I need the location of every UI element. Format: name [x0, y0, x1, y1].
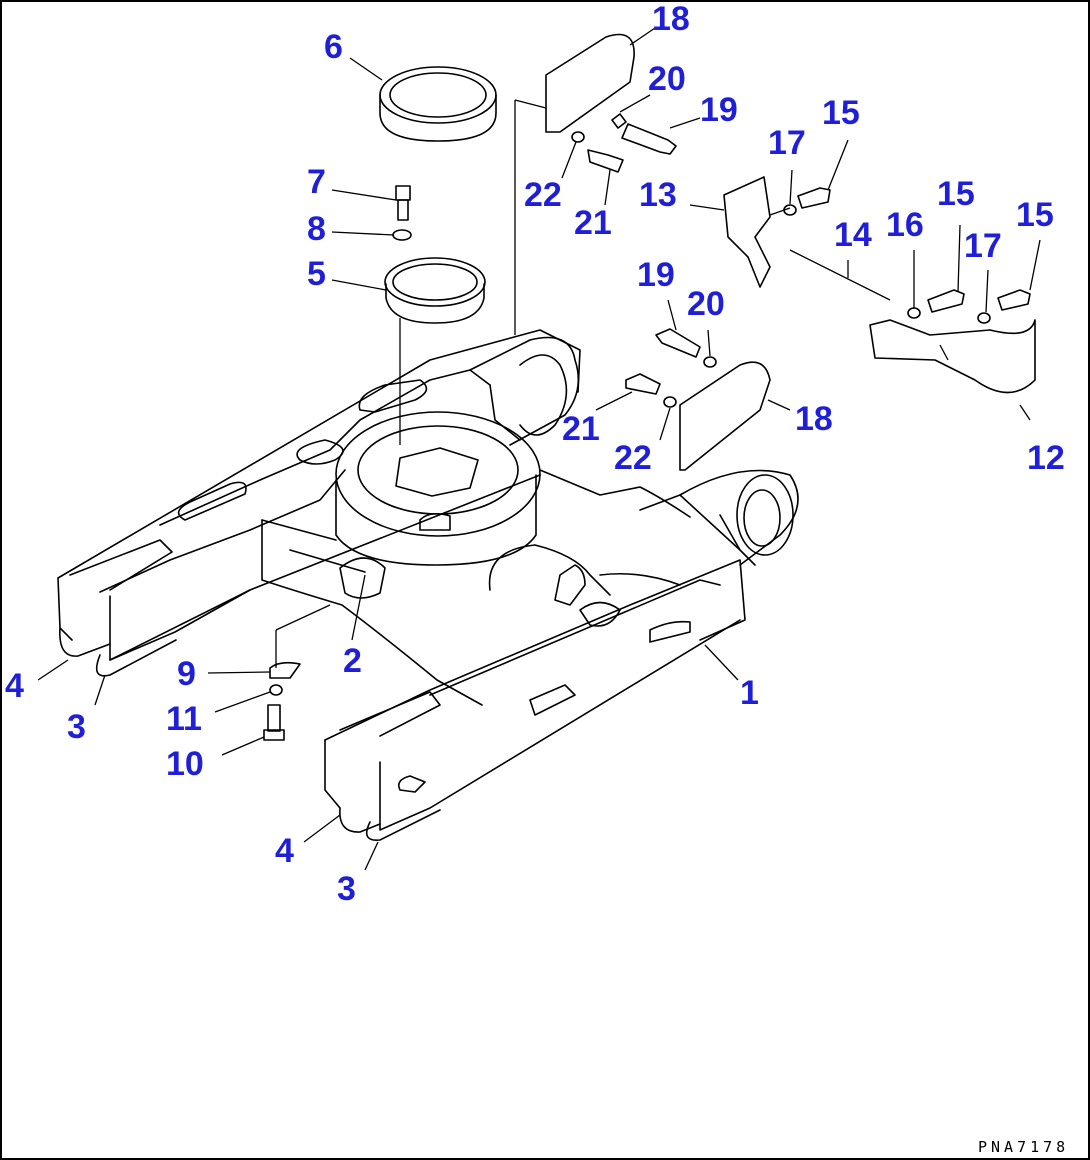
callout-18a: 18: [652, 0, 690, 38]
callout-15b: 15: [937, 175, 975, 213]
cover-18-lower-drawing: [679, 361, 771, 471]
callout-18b: 18: [795, 400, 833, 438]
callout-5: 5: [307, 255, 326, 293]
bolt-7-drawing: [395, 185, 411, 221]
callout-20b: 20: [687, 285, 725, 323]
ring-5-drawing: [384, 257, 486, 324]
callout-3b: 3: [337, 870, 356, 908]
bearing-ring-6-drawing: [379, 66, 497, 142]
bolt-15-top-drawing: [797, 187, 831, 209]
washer-17-top-drawing: [783, 204, 797, 216]
washer-8-drawing: [392, 229, 412, 241]
drawing-code: PNA7178: [978, 1138, 1069, 1156]
callout-15a: 15: [822, 94, 860, 132]
callout-19a: 19: [700, 91, 738, 129]
washer-22-top-drawing: [571, 131, 585, 143]
bolt-15-right-drawing: [997, 289, 1031, 311]
callout-2: 2: [343, 642, 362, 680]
callout-4b: 4: [275, 832, 294, 870]
washer-17-right-drawing: [977, 312, 991, 324]
washer-22-lower-drawing: [663, 396, 677, 408]
callout-21a: 21: [574, 204, 612, 242]
callout-22b: 22: [614, 439, 652, 477]
track-frame-drawing: [57, 329, 799, 841]
plate-12-drawing: [869, 319, 1036, 394]
callout-4a: 4: [5, 667, 24, 705]
callout-12: 12: [1027, 439, 1065, 477]
callout-13: 13: [639, 176, 677, 214]
washer-16-drawing: [907, 307, 921, 319]
washer-20-lower-drawing: [703, 356, 717, 368]
callouts: 1 2 3 3 4 4 5 6 7 8 9 10 11 12 13 14 15 …: [5, 0, 1065, 908]
bolt-21-top-drawing: [587, 149, 624, 173]
callout-10: 10: [166, 745, 204, 783]
leader-9-to-frame-b: [275, 604, 331, 631]
bolt-21-lower-drawing: [625, 373, 661, 395]
callout-14: 14: [834, 216, 872, 254]
callout-1: 1: [740, 674, 759, 712]
bolt-19-lower-drawing: [655, 328, 701, 358]
callout-21b: 21: [562, 410, 600, 448]
washer-20-top-drawing: [611, 113, 627, 129]
callout-11: 11: [166, 700, 202, 738]
callout-9: 9: [177, 655, 196, 693]
callout-8: 8: [307, 210, 326, 248]
callout-6: 6: [324, 28, 343, 66]
callout-3a: 3: [67, 708, 86, 746]
callout-17b: 17: [964, 227, 1002, 265]
callout-15c: 15: [1016, 196, 1054, 234]
cap-9-drawing: [269, 661, 301, 679]
leader-14-line: [789, 249, 891, 301]
bolt-15-middle-drawing: [927, 289, 965, 313]
callout-17a: 17: [768, 124, 806, 162]
cover-18-top-drawing: [514, 33, 635, 335]
leader-lines: [37, 27, 1041, 871]
callout-16: 16: [886, 206, 924, 244]
callout-20a: 20: [648, 60, 686, 98]
bracket-13-drawing: [723, 176, 791, 288]
callout-7: 7: [307, 163, 326, 201]
bolt-19-top-drawing: [621, 123, 677, 155]
bolt-10-drawing: [263, 704, 285, 741]
callout-19b: 19: [637, 256, 675, 294]
washer-11-drawing: [269, 684, 283, 696]
callout-22a: 22: [524, 176, 562, 214]
